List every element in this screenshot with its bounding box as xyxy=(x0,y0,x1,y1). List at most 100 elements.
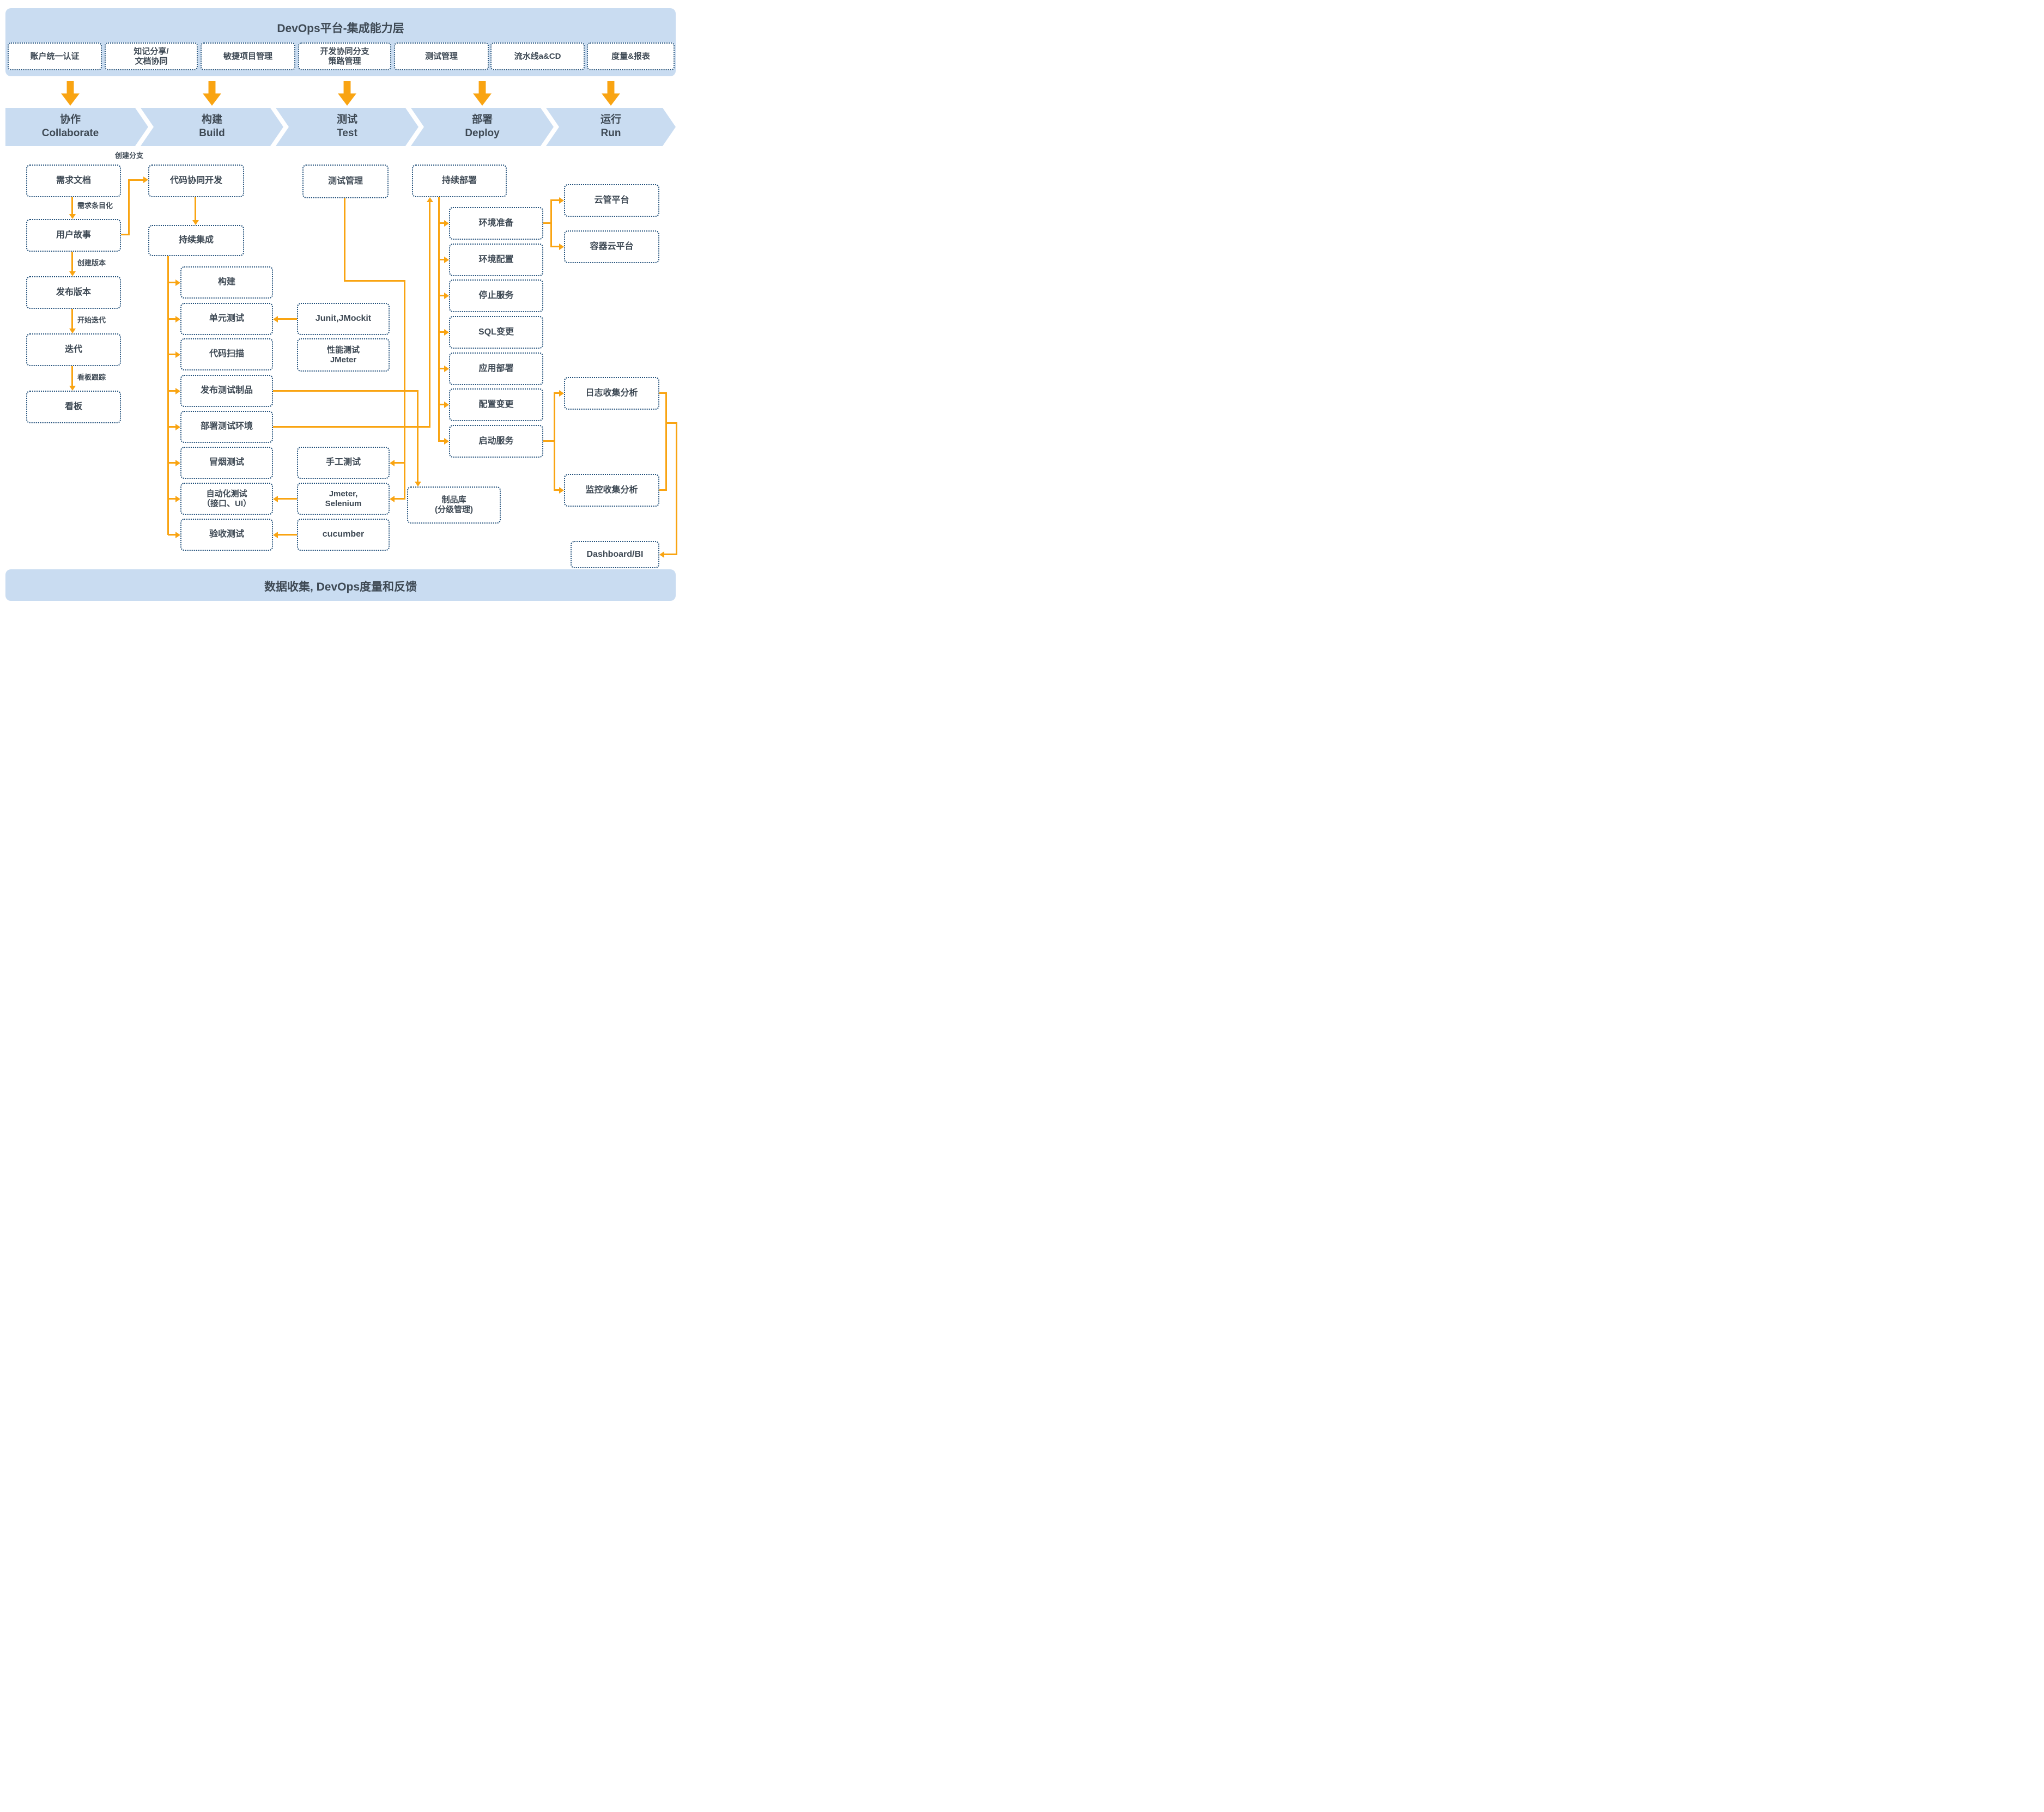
edge-release-iteration xyxy=(71,309,73,329)
node-stop-service: 停止服务 xyxy=(449,279,543,312)
arrowhead-right-icon xyxy=(175,496,180,502)
node-unit-test: 单元测试 xyxy=(180,303,273,335)
arrowhead-left-icon xyxy=(659,551,664,558)
edge-merge-dashboard xyxy=(664,554,677,555)
node-user-story: 用户故事 xyxy=(26,219,121,252)
edge-merge-dashboard xyxy=(676,422,677,555)
edge-label-create-version: 创建版本 xyxy=(77,259,106,267)
footer-title: 数据收集, DevOps度量和反馈 xyxy=(264,581,417,593)
page-title: DevOps平台-集成能力层 xyxy=(277,22,404,35)
arrowhead-left-icon xyxy=(390,460,395,466)
edge-label-start-iteration: 开始迭代 xyxy=(77,316,106,324)
edge-startservice-log xyxy=(554,392,559,394)
edge-log-merge xyxy=(659,392,667,394)
node-deploy-test-env: 部署测试环境 xyxy=(180,411,273,443)
arrowhead-right-icon xyxy=(444,220,449,227)
node-smoke-test: 冒烟测试 xyxy=(180,447,273,479)
edge-deploytest-cd xyxy=(429,202,430,428)
node-test-mgmt: 测试管理 xyxy=(302,165,389,198)
node-junit-jmockit: Junit,JMockit xyxy=(297,303,390,335)
node-env-prep: 环境准备 xyxy=(449,207,543,240)
edge-envprep-clouds xyxy=(550,200,552,247)
edge-ci-publish xyxy=(168,390,175,392)
arrowhead-right-icon xyxy=(444,438,449,445)
node-code-collab: 代码协同开发 xyxy=(148,165,244,197)
edge-cd-sqlchange xyxy=(439,331,444,333)
arrowhead-right-icon xyxy=(175,532,180,538)
node-req-doc: 需求文档 xyxy=(26,165,121,197)
edge-envprep-clouds xyxy=(543,222,552,224)
edge-monitor-merge xyxy=(659,489,667,491)
edge-ci-deploytest xyxy=(168,426,175,428)
edge-publish-artifactrepo xyxy=(417,390,418,482)
module-metrics-report: 度量&报表 xyxy=(587,42,675,70)
edge-deploytest-cd xyxy=(273,426,430,428)
edge-cucumber-acceptance xyxy=(278,534,297,536)
module-test-mgmt: 测试管理 xyxy=(394,42,489,70)
node-jmeter-selenium: Jmeter,Selenium xyxy=(297,483,390,515)
edge-label-kanban-track: 看板跟踪 xyxy=(77,373,106,381)
edge-userstory-codecollab xyxy=(128,179,143,181)
node-publish-artifact: 发布测试制品 xyxy=(180,375,273,407)
edge-cd-configchange xyxy=(439,404,444,405)
node-manual-test: 手工测试 xyxy=(297,447,390,479)
arrowhead-right-icon xyxy=(175,460,180,466)
node-monitor-analysis: 监控收集分析 xyxy=(564,474,659,507)
edge-label-create-branch: 创建分支 xyxy=(115,151,144,160)
arrowhead-down-icon xyxy=(69,329,76,333)
edge-iteration-kanban xyxy=(71,366,73,386)
arrowhead-down-icon xyxy=(192,220,199,225)
arrowhead-right-icon xyxy=(143,177,148,183)
edge-codecollab-ci xyxy=(195,197,196,220)
node-build-step: 构建 xyxy=(180,266,273,299)
edge-userstory-codecollab xyxy=(128,179,130,235)
arrowhead-right-icon xyxy=(444,257,449,263)
arrowhead-left-icon xyxy=(273,496,278,502)
node-ci: 持续集成 xyxy=(148,225,244,256)
arrowhead-right-icon xyxy=(175,316,180,323)
arrowhead-right-icon xyxy=(175,351,180,358)
node-sql-change: SQL变更 xyxy=(449,316,543,349)
edge-junit-unittest xyxy=(278,318,297,320)
arrowhead-right-icon xyxy=(559,390,564,397)
arrowhead-right-icon xyxy=(559,197,564,204)
arrowhead-left-icon xyxy=(390,496,395,502)
arrowhead-left-icon xyxy=(273,316,278,323)
module-account-auth: 账户统一认证 xyxy=(8,42,102,70)
arrowhead-left-icon xyxy=(273,532,278,538)
edge-testmgmt-trunk xyxy=(404,280,405,500)
arrowhead-right-icon xyxy=(175,279,180,286)
arrowhead-right-icon xyxy=(559,487,564,494)
edge-cd-appdeploy xyxy=(439,368,444,369)
arrowhead-right-icon xyxy=(444,402,449,408)
edge-startservice-analysis xyxy=(543,440,555,442)
edge-ci-build xyxy=(168,282,175,283)
node-app-deploy: 应用部署 xyxy=(449,352,543,385)
edge-cd-startservice xyxy=(439,440,444,442)
edge-cd-stopservice xyxy=(439,295,444,296)
edge-ci-acceptance xyxy=(168,534,175,536)
module-agile-pm: 敏捷项目管理 xyxy=(201,42,295,70)
edge-cd-envconfig xyxy=(439,259,444,260)
edge-label-itemize: 需求条目化 xyxy=(77,202,113,210)
arrowhead-right-icon xyxy=(559,244,564,250)
node-auto-test: 自动化测试（接口、UI） xyxy=(180,483,273,515)
arrowhead-up-icon xyxy=(427,197,433,202)
edge-ci-smoke xyxy=(168,462,175,464)
edge-ci-autotest xyxy=(168,498,175,500)
node-log-analysis: 日志收集分析 xyxy=(564,377,659,410)
edge-testmgmt-trunk xyxy=(344,280,405,282)
node-container-cloud: 容器云平台 xyxy=(564,230,659,263)
down-arrow-icon xyxy=(473,81,492,106)
down-arrow-icon xyxy=(602,81,620,106)
node-release-version: 发布版本 xyxy=(26,276,121,309)
node-kanban: 看板 xyxy=(26,391,121,423)
edge-publish-artifactrepo xyxy=(273,390,418,392)
arrowhead-down-icon xyxy=(69,214,76,219)
edge-userstory-release xyxy=(71,252,73,271)
edge-userstory-codecollab xyxy=(121,234,130,235)
